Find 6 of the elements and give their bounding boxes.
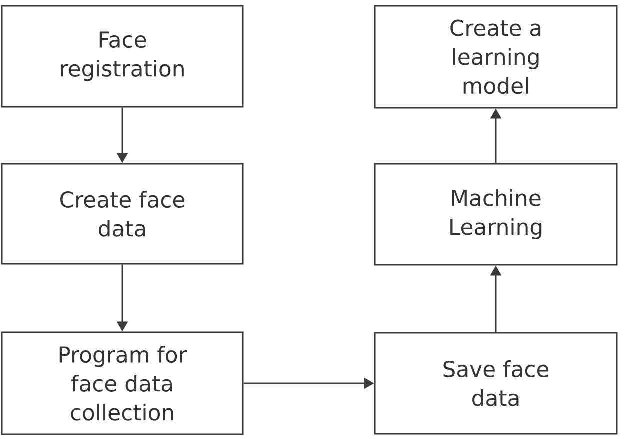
process-box: Create face data bbox=[1, 163, 244, 265]
process-box: Program for face data collection bbox=[1, 332, 244, 436]
process-box: Machine Learning bbox=[374, 163, 618, 266]
process-box: Save face data bbox=[374, 332, 618, 435]
process-box: Face registration bbox=[1, 5, 244, 108]
process-box: Create a learning model bbox=[374, 5, 618, 109]
